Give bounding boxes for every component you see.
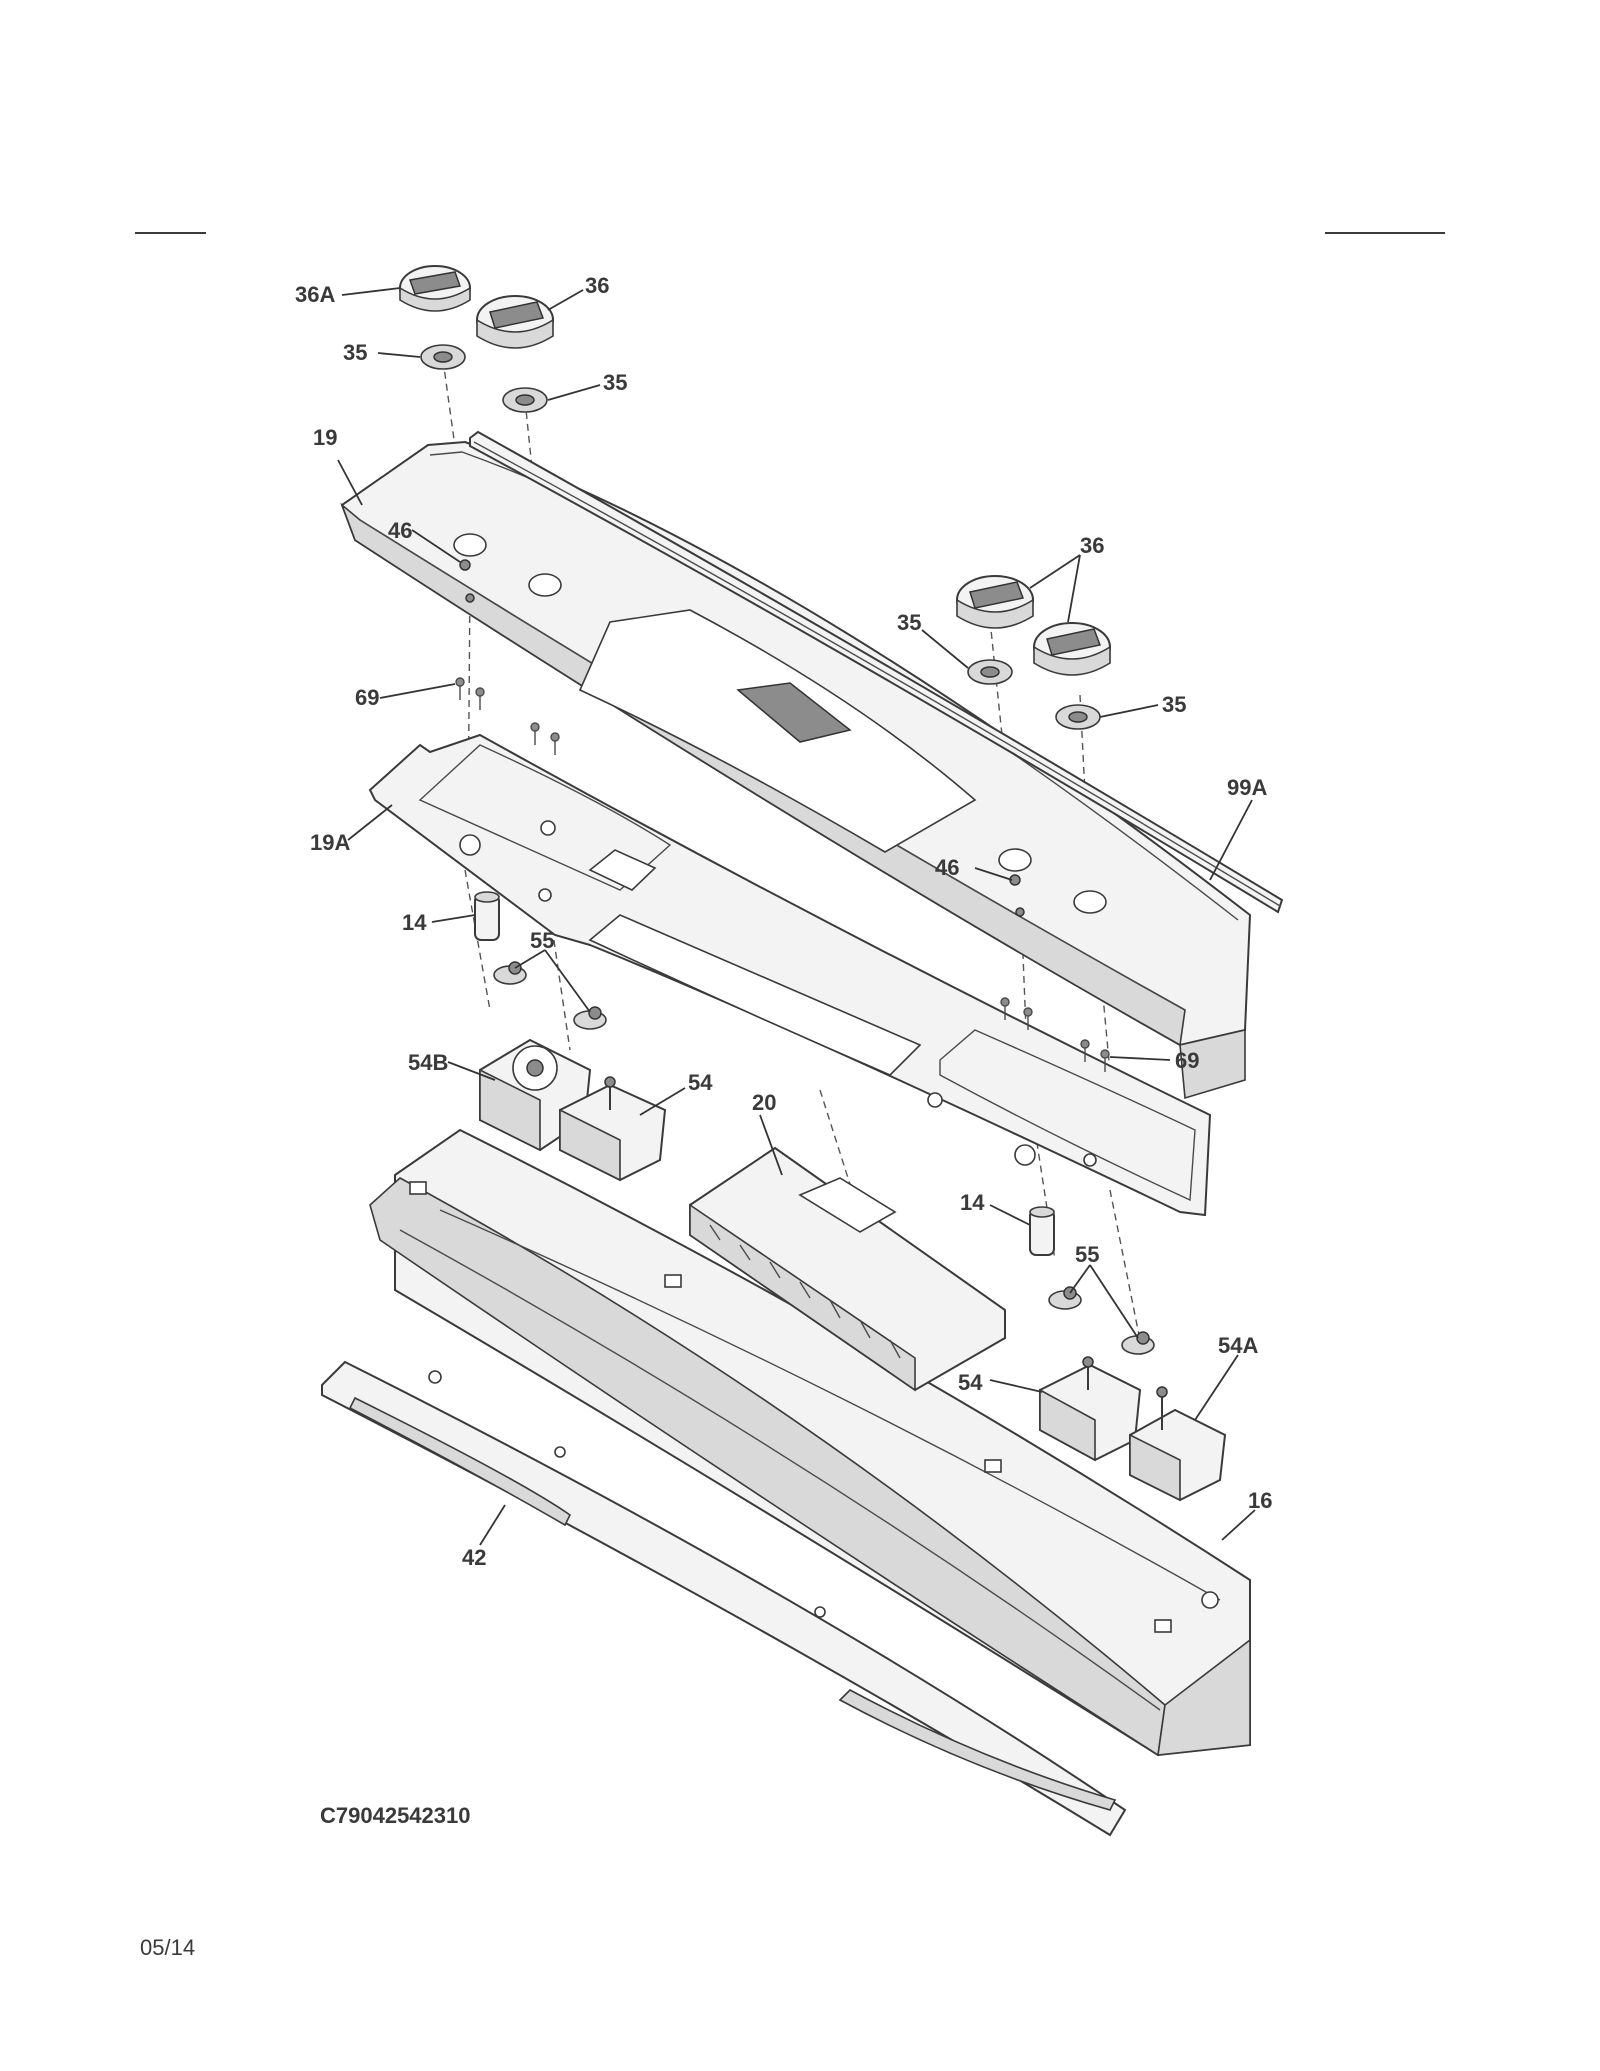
callout-46-right: 46 (935, 855, 959, 880)
callout-14-right: 14 (960, 1190, 985, 1215)
callout-19a: 19A (310, 830, 350, 855)
callout-55-left: 55 (530, 928, 554, 953)
bottom-strip-42 (321, 1360, 1127, 1837)
callout-20: 20 (752, 1090, 776, 1115)
callout-14-left: 14 (402, 910, 427, 935)
callout-labels: 36A 36 35 35 19 46 36 35 35 69 99A 19A 4… (295, 273, 1272, 1570)
callout-35-right-upper: 35 (897, 610, 921, 635)
callout-16: 16 (1248, 1488, 1272, 1513)
leader-lines (337, 287, 1256, 1546)
bezel-35-group (420, 344, 1101, 730)
callout-35-right-lower: 35 (1162, 692, 1186, 717)
knob-36-right-a (956, 575, 1034, 629)
callout-36-top: 36 (585, 273, 609, 298)
callout-36-right: 36 (1080, 533, 1104, 558)
callout-46-left: 46 (388, 518, 412, 543)
lamp-14-left (474, 891, 500, 941)
callout-35-left: 35 (343, 340, 367, 365)
callout-69-left: 69 (355, 685, 379, 710)
callout-54b: 54B (408, 1050, 448, 1075)
callout-54-right: 54 (958, 1370, 983, 1395)
callout-19: 19 (313, 425, 337, 450)
callout-35-mid: 35 (603, 370, 627, 395)
knob-36-upper-left (476, 295, 554, 349)
trim-strip-99a (469, 430, 1284, 914)
callout-69-right: 69 (1175, 1048, 1199, 1073)
screws-46-69 (455, 559, 1110, 1072)
callout-54a: 54A (1218, 1333, 1258, 1358)
callout-55-right: 55 (1075, 1242, 1099, 1267)
callout-99a: 99A (1227, 775, 1267, 800)
knob-36-right-b (1033, 622, 1111, 676)
page-date: 05/14 (140, 1935, 195, 1960)
housing-16 (369, 1128, 1251, 1757)
control-board-20 (689, 1146, 1006, 1392)
drawing-number: C79042542310 (320, 1803, 470, 1828)
callout-42: 42 (462, 1545, 486, 1570)
lamp-14-right (1029, 1206, 1055, 1256)
switch-54a (1129, 1386, 1227, 1502)
knob-36a (399, 265, 471, 312)
switch-54-left (559, 1076, 667, 1182)
callout-54-left: 54 (688, 1070, 713, 1095)
bracket-plate-19a (368, 733, 1212, 1217)
switch-54-right (1039, 1356, 1142, 1462)
callout-36a: 36A (295, 282, 335, 307)
